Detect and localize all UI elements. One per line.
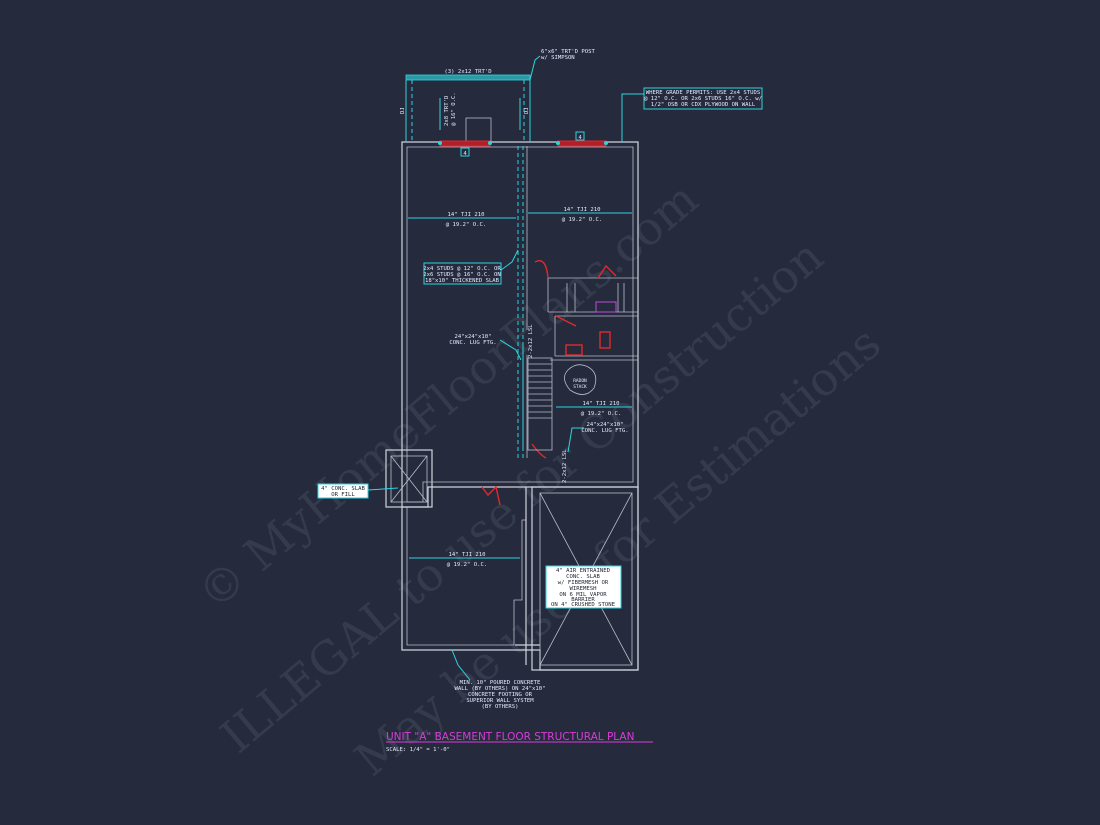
stair: RADON STACK — [522, 345, 597, 451]
garage-note-6: BARRIER — [571, 597, 595, 603]
watermark: © MyHomeFloorPlans.com ILLEGAL to use fo… — [187, 171, 890, 786]
tji-3-size: 14" TJI 210 — [582, 401, 619, 407]
garage-inner — [539, 492, 633, 666]
ftg-1-type: CONC. LUG FTG. — [449, 340, 496, 346]
dj-right-label: DJ — [524, 107, 530, 114]
slab-note-leader — [367, 487, 399, 491]
deck-stair — [465, 117, 492, 143]
section-tag-label: 4 — [463, 151, 467, 157]
section-tag-label: 4 — [578, 135, 582, 141]
dj-left-label: DJ — [400, 107, 406, 114]
slab-note-1: 4" CONC. SLAB — [321, 486, 365, 492]
rear-deck: (3) 2x12 TRT'D 2x8 TRT'D @ 16" O.C. DJ D… — [400, 69, 531, 143]
foundation-note-5: (BY OTHERS) — [481, 704, 518, 710]
deck-posts — [405, 80, 531, 142]
stair-outline — [527, 357, 553, 451]
grade-note-leader — [621, 93, 644, 142]
deck-rim — [411, 80, 525, 142]
post-marker — [556, 141, 560, 145]
studs-note-2: 2x6 STUDS @ 16" O.C. ON — [423, 272, 500, 278]
slab-note-2: OR FILL — [331, 492, 355, 498]
garage-note-7: ON 4" CRUSHED STONE — [551, 602, 616, 608]
ftg-2-size: 24"x24"x10" — [586, 422, 623, 428]
header-right — [557, 140, 607, 147]
ftg-2-type: CONC. LUG FTG. — [581, 428, 628, 434]
ftg-1-leader — [499, 339, 522, 361]
foundation-lower-inner — [406, 487, 527, 646]
header-left — [439, 140, 491, 147]
grade-note-3: 1/2" OSB OR CDX PLYWOOD ON WALL — [651, 102, 756, 108]
slab-fill-cross — [390, 455, 428, 503]
service-rooms — [481, 260, 638, 506]
deck-span-label: 2x8 TRT'D — [444, 95, 450, 126]
deck-joist-arrow — [439, 98, 521, 130]
garage-note-box — [545, 565, 622, 609]
studs-note-1: 2x4 STUDS @ 12" O.C. OR — [423, 266, 501, 272]
ftg-2-leader — [567, 427, 584, 453]
deck-oc-label: @ 16" O.C. — [451, 92, 457, 126]
post-note-1: 6"x6" TRT'D POST — [541, 49, 596, 55]
door-swings — [531, 260, 617, 459]
headers: 4 4 — [438, 131, 608, 157]
beam-label-1: 2-2x12 LSL — [528, 324, 534, 358]
tji-2-size: 14" TJI 210 — [563, 207, 600, 213]
tji-3-spacing: @ 19.2" O.C. — [581, 411, 621, 417]
studs-note-leader — [500, 249, 519, 271]
garage-note-2: CONC. SLAB — [566, 574, 600, 580]
title-block: UNIT "A" BASEMENT FLOOR STRUCTURAL PLAN … — [386, 731, 653, 753]
grade-note-1: WHERE GRADE PERMITS: USE 2x4 STUDS — [646, 90, 761, 96]
radon-stack — [564, 364, 597, 395]
closet-walls — [566, 283, 625, 312]
grade-note-box — [643, 87, 763, 110]
callouts: 6"x6" TRT'D POST w/ SIMPSON WHERE GRADE … — [317, 49, 763, 710]
post-note-2: w/ SIMPSON — [541, 55, 575, 61]
garage-note-3: w/ FIBERMESH OR — [558, 580, 609, 586]
section-tag — [460, 147, 470, 157]
deck-beam-label: (3) 2x12 TRT'D — [444, 69, 492, 75]
foundation-note-3: CONCRETE FOOTING OR — [468, 692, 533, 698]
joist-spans: 14" TJI 210 @ 19.2" O.C. 14" TJI 210 @ 1… — [408, 207, 632, 568]
door-swing-lower — [481, 485, 501, 506]
foundation-note-leader — [451, 649, 471, 681]
tji-1-spacing: @ 19.2" O.C. — [446, 222, 486, 228]
foundation-note-1: MIN. 10" POURED CONCRETE — [460, 680, 541, 686]
garage-outline — [531, 486, 639, 671]
foundation-note-4: SUPERIOR WALL SYSTEM — [466, 698, 534, 704]
room-walls — [547, 277, 638, 361]
slab-fill-inner — [390, 455, 428, 503]
post-marker — [604, 141, 608, 145]
sink — [565, 344, 583, 356]
toilet — [599, 331, 611, 349]
tji-2-spacing: @ 19.2" O.C. — [562, 217, 602, 223]
tji-4-spacing: @ 19.2" O.C. — [447, 562, 487, 568]
deck-beam — [405, 74, 531, 81]
radon-label-1: RADON — [573, 378, 587, 384]
foundation-note-2: WALL (BY OTHERS) ON 24"x10" — [455, 686, 546, 692]
drawing-title: UNIT "A" BASEMENT FLOOR STRUCTURAL PLAN — [386, 731, 634, 743]
post-leader — [529, 55, 541, 81]
beam-label-2: 2-2x12 LSL — [562, 449, 568, 483]
drawing-scale: SCALE: 1/4" = 1'-0" — [386, 747, 450, 753]
studs-note-box — [423, 262, 502, 285]
tji-4-size: 14" TJI 210 — [448, 552, 485, 558]
vanity — [595, 301, 617, 313]
grade-note-2: @ 12" O.C. OR 2x6 STUDS 16" O.C. w/ — [644, 96, 762, 102]
post-marker — [438, 141, 442, 145]
garage-note-1: 4" AIR ENTRAINED — [556, 568, 611, 574]
bearing-wall: 2-2x12 LSL 2-2x12 LSL — [517, 146, 568, 483]
garage-note-4: WIREMESH — [570, 586, 597, 592]
post-marker — [488, 141, 492, 145]
ftg-1-size: 24"x24"x10" — [454, 334, 491, 340]
studs-note-3: 18"x10" THICKENED SLAB — [425, 278, 500, 284]
slab-note-box — [317, 483, 369, 499]
garage-note-5: ON 6 MIL VAPOR — [559, 592, 607, 598]
tji-1-size: 14" TJI 210 — [447, 212, 484, 218]
radon-label-2: STACK — [573, 384, 587, 390]
stair-treads — [528, 363, 552, 419]
section-tag — [575, 131, 585, 141]
slab-fill-box — [385, 449, 433, 508]
